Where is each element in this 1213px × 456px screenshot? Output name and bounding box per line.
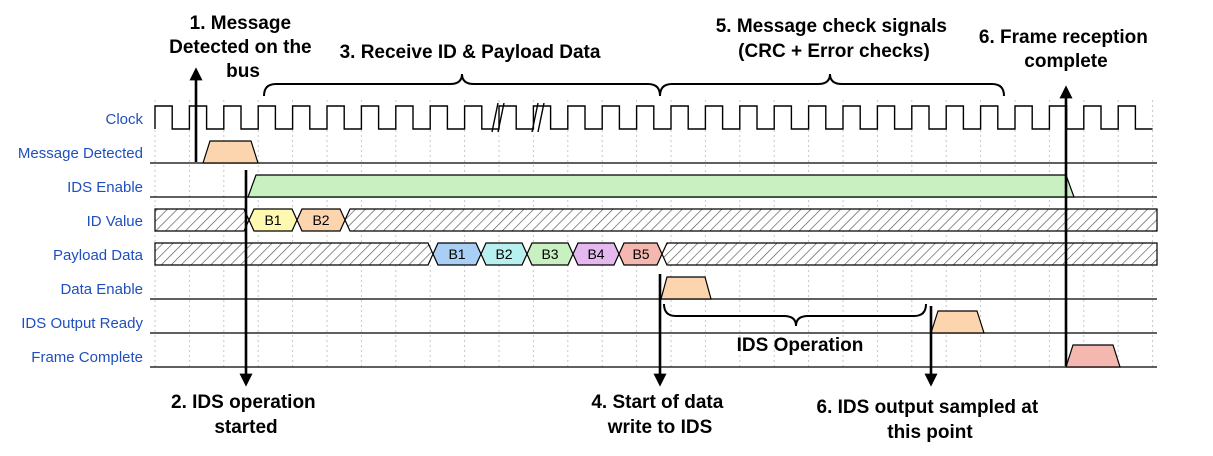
id-value-idle-left [154,208,250,232]
signal-label-ids-enable: IDS Enable [67,179,143,196]
id-value-idle-right [344,208,1158,232]
annotation-6a-line-2: this point [887,422,973,443]
annotation-4-line-1: 4. Start of data [591,392,723,413]
id-value-label-b2: B2 [312,212,329,228]
brace-ids-operation [663,303,927,327]
brace-message-check [659,73,1005,97]
frame-complete-pulse [1065,344,1121,368]
signal-label-id-value: ID Value [87,213,143,230]
message-detected-pulse [202,140,259,164]
payload-label-b2: B2 [495,246,512,262]
annotation-6b-line-1: 6. Frame reception [979,27,1148,48]
signal-label-message-detected: Message Detected [18,145,143,162]
signal-label-frame-complete: Frame Complete [31,349,143,366]
clock-break-marks [491,102,545,133]
annotation-2-line-1: 2. IDS operation [171,392,316,413]
payload-label-b3: B3 [541,246,558,262]
annotation-6b: 6. Frame reception complete [979,27,1153,72]
annotation-6a-line-1: 6. IDS output sampled at [817,397,1039,418]
clock-break-mark [531,102,545,133]
payload-idle-right [661,242,1158,266]
data-enable-pulse [660,276,712,300]
payload-label-b1: B1 [448,246,465,262]
grid-lines [154,100,1154,370]
annotation-2: 2. IDS operation started [171,392,321,438]
payload-label-b5: B5 [632,246,649,262]
id-value-label-b1: B1 [264,212,281,228]
ids-output-ready-pulse [930,310,985,334]
annotation-4: 4. Start of data write to IDS [591,392,728,438]
annotation-4-line-2: write to IDS [607,417,713,438]
signal-label-payload-data: Payload Data [53,247,144,264]
annotation-6b-line-2: complete [1024,51,1107,72]
annotation-1-line-2: Detected on the [169,37,312,58]
annotation-2-line-2: started [214,417,277,438]
annotation-3: 3. Receive ID & Payload Data [340,42,601,63]
annotation-5-line-2: (CRC + Error checks) [738,41,930,62]
signal-label-data-enable: Data Enable [60,281,143,298]
brace-receive-id-payload [263,73,661,97]
signal-label-clock: Clock [105,111,143,128]
ids-operation-label: IDS Operation [737,335,864,356]
annotation-6a: 6. IDS output sampled at this point [817,397,1044,443]
annotation-5-line-1: 5. Message check signals [716,16,947,37]
signal-label-ids-output-ready: IDS Output Ready [21,315,143,332]
annotation-1-line-1: 1. Message [190,13,291,34]
annotation-1: 1. Message Detected on the bus [169,13,317,82]
payload-idle-left [154,242,434,266]
clock-break-mark [491,102,505,133]
payload-label-b4: B4 [587,246,604,262]
annotation-1-line-3: bus [226,61,260,82]
annotation-5: 5. Message check signals (CRC + Error ch… [716,16,953,62]
ids-enable-pulse [247,174,1075,198]
clock-waveform [154,105,1153,130]
